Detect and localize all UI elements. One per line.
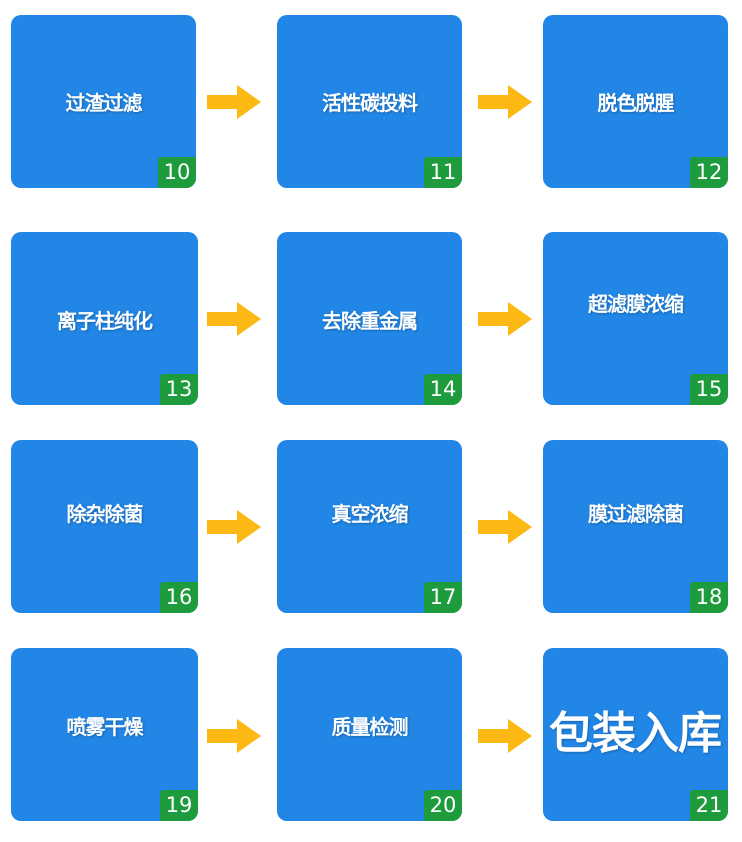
step-label: 质量检测 bbox=[331, 715, 409, 739]
step-label: 去除重金属 bbox=[322, 309, 418, 333]
arrow-right-icon bbox=[478, 299, 532, 339]
step-label: 除杂除菌 bbox=[66, 502, 144, 526]
process-step-vacuum-concentration: 真空浓缩 17 bbox=[277, 440, 462, 613]
step-label: 喷雾干燥 bbox=[66, 715, 144, 739]
step-number-badge: 13 bbox=[160, 374, 198, 405]
step-number-badge: 15 bbox=[690, 374, 728, 405]
step-label: 真空浓缩 bbox=[331, 502, 409, 526]
step-number-badge: 16 bbox=[160, 582, 198, 613]
step-number-badge: 19 bbox=[160, 790, 198, 821]
process-step-ultrafiltration: 超滤膜浓缩 15 bbox=[543, 232, 728, 405]
process-step-activated-carbon: 活性碳投料 11 bbox=[277, 15, 462, 188]
arrow-right-icon bbox=[207, 82, 261, 122]
step-label: 离子柱纯化 bbox=[57, 309, 153, 333]
process-step-quality-inspection: 质量检测 20 bbox=[277, 648, 462, 821]
step-label: 超滤膜浓缩 bbox=[588, 292, 684, 316]
process-step-ion-column: 离子柱纯化 13 bbox=[11, 232, 198, 405]
step-number-badge: 11 bbox=[424, 157, 462, 188]
arrow-right-icon bbox=[207, 716, 261, 756]
step-number-badge: 18 bbox=[690, 582, 728, 613]
process-step-filtering: 过渣过滤 10 bbox=[11, 15, 196, 188]
step-label: 过渣过滤 bbox=[65, 91, 143, 115]
step-number-badge: 12 bbox=[690, 157, 728, 188]
step-label: 膜过滤除菌 bbox=[588, 502, 684, 526]
process-step-heavy-metal-removal: 去除重金属 14 bbox=[277, 232, 462, 405]
process-step-sterilization: 除杂除菌 16 bbox=[11, 440, 198, 613]
process-step-membrane-sterilization: 膜过滤除菌 18 bbox=[543, 440, 728, 613]
step-label: 包装入库 bbox=[549, 708, 722, 759]
arrow-right-icon bbox=[207, 507, 261, 547]
step-label: 活性碳投料 bbox=[322, 91, 418, 115]
step-label: 脱色脱腥 bbox=[597, 91, 675, 115]
step-number-badge: 14 bbox=[424, 374, 462, 405]
arrow-right-icon bbox=[478, 716, 532, 756]
arrow-right-icon bbox=[478, 507, 532, 547]
step-number-badge: 20 bbox=[424, 790, 462, 821]
step-number-badge: 17 bbox=[424, 582, 462, 613]
process-step-spray-drying: 喷雾干燥 19 bbox=[11, 648, 198, 821]
process-step-packaging-storage: 包装入库 21 bbox=[543, 648, 728, 821]
arrow-right-icon bbox=[478, 82, 532, 122]
step-number-badge: 10 bbox=[158, 157, 196, 188]
step-number-badge: 21 bbox=[690, 790, 728, 821]
arrow-right-icon bbox=[207, 299, 261, 339]
process-step-decolorization: 脱色脱腥 12 bbox=[543, 15, 728, 188]
